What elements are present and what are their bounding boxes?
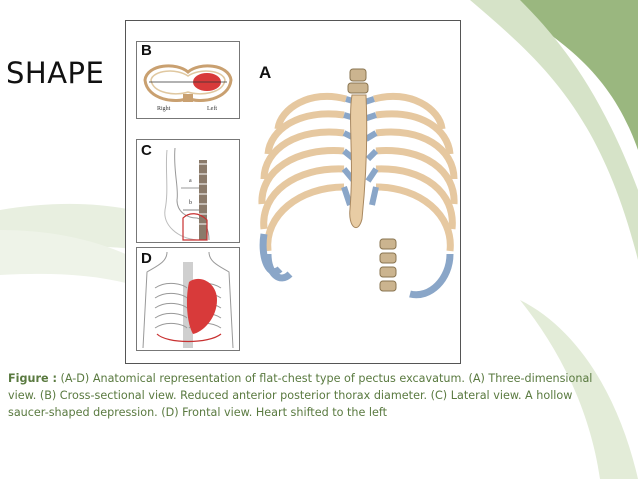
caption-label: Figure : [8,372,57,385]
figure-caption: Figure : (A-D) Anatomical representation… [8,370,608,421]
cross-section-drawing [143,64,233,103]
figure-illustration: B Right Left C a b [125,20,461,364]
panel-b-cross-section: B Right Left [136,41,240,119]
panel-c-label-b: b [189,200,192,206]
panel-d-letter: D [141,250,152,267]
panel-c-lateral: C a b [136,139,240,243]
panel-b-left-label: Left [207,106,217,112]
caption-text: (A-D) Anatomical representation of flat-… [8,372,593,419]
rib-cage-3d-view [258,68,458,299]
panel-c-letter: C [141,142,152,159]
lateral-view-drawing [164,147,210,241]
panel-a-letter: A [259,63,272,82]
panel-b-right-label: Right [157,106,171,112]
panel-c-label-a: a [189,178,192,184]
panel-b-letter: B [141,42,152,59]
panel-d-frontal: D [136,247,240,351]
frontal-view-drawing [142,251,234,349]
slide-title: SHAPE [6,56,105,90]
